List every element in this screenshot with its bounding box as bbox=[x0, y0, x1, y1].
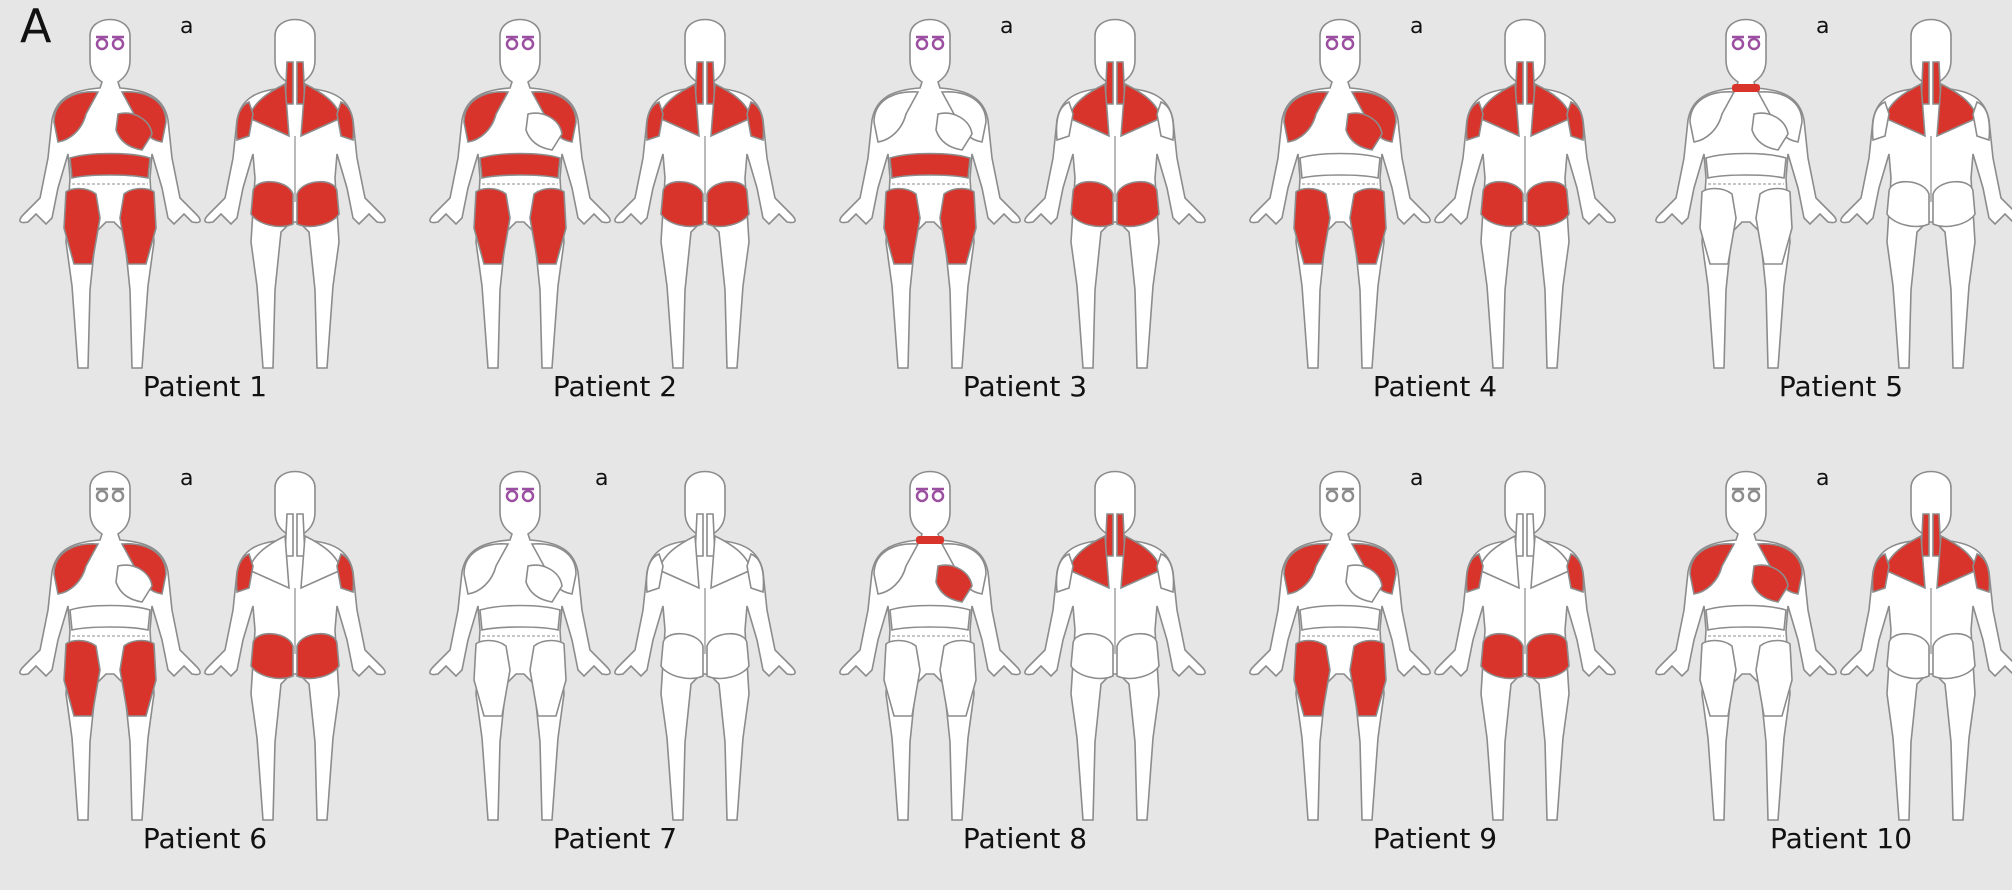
back-view bbox=[1841, 472, 2012, 821]
buttock-right bbox=[1933, 634, 1975, 679]
body-diagram bbox=[820, 0, 1230, 370]
marker-label: a bbox=[180, 466, 193, 491]
front-view bbox=[840, 20, 1020, 369]
buttock-right bbox=[707, 634, 749, 679]
back-view bbox=[205, 472, 385, 821]
body-diagram bbox=[1230, 0, 1640, 370]
marker-label: a bbox=[1410, 14, 1423, 39]
back-view bbox=[615, 20, 795, 369]
body-diagram bbox=[1636, 0, 2012, 370]
neck-front-muscle bbox=[1732, 84, 1760, 92]
patient-body-map: Patient 2 bbox=[410, 0, 820, 438]
buttock-right bbox=[1117, 634, 1159, 679]
buttock-left bbox=[1481, 182, 1523, 227]
front-view bbox=[430, 472, 610, 821]
patient-label: Patient 5 bbox=[1636, 370, 2012, 403]
patient-body-map: aPatient 9 bbox=[1230, 452, 1640, 890]
abdomen-muscle bbox=[70, 606, 150, 631]
abdomen-muscle bbox=[480, 154, 560, 179]
abdomen-muscle bbox=[70, 154, 150, 179]
buttock-left bbox=[661, 182, 703, 227]
back-view bbox=[1435, 20, 1615, 369]
back-view bbox=[1025, 20, 1205, 369]
front-view bbox=[1656, 20, 1836, 369]
front-view bbox=[1250, 472, 1430, 821]
body-diagram bbox=[0, 0, 410, 370]
back-view bbox=[1841, 20, 2012, 369]
buttock-left bbox=[1071, 634, 1113, 679]
abdomen-muscle bbox=[890, 606, 970, 631]
body-diagram bbox=[1230, 452, 1640, 822]
buttock-right bbox=[297, 634, 339, 679]
marker-label: a bbox=[595, 466, 608, 491]
patient-label: Patient 4 bbox=[1230, 370, 1640, 403]
body-diagram bbox=[1636, 452, 2012, 822]
neck-front-muscle bbox=[916, 536, 944, 544]
marker-label: a bbox=[1410, 466, 1423, 491]
abdomen-muscle bbox=[1706, 606, 1786, 631]
marker-label: a bbox=[1816, 466, 1829, 491]
buttock-right bbox=[707, 182, 749, 227]
body-diagram bbox=[0, 452, 410, 822]
patient-label: Patient 8 bbox=[820, 822, 1230, 855]
front-view bbox=[1250, 20, 1430, 369]
patient-body-map: Patient 8 bbox=[820, 452, 1230, 890]
back-view bbox=[205, 20, 385, 369]
abdomen-muscle bbox=[480, 606, 560, 631]
patient-label: Patient 9 bbox=[1230, 822, 1640, 855]
patient-label: Patient 3 bbox=[820, 370, 1230, 403]
patient-label: Patient 6 bbox=[0, 822, 410, 855]
buttock-left bbox=[1071, 182, 1113, 227]
buttock-right bbox=[1527, 634, 1569, 679]
abdomen-muscle bbox=[1706, 154, 1786, 179]
patient-label: Patient 7 bbox=[410, 822, 820, 855]
buttock-right bbox=[297, 182, 339, 227]
buttock-right bbox=[1933, 182, 1975, 227]
buttock-left bbox=[1887, 634, 1929, 679]
marker-label: a bbox=[1000, 14, 1013, 39]
patient-label: Patient 1 bbox=[0, 370, 410, 403]
body-diagram bbox=[410, 452, 820, 822]
buttock-left bbox=[661, 634, 703, 679]
patient-body-map: aPatient 4 bbox=[1230, 0, 1640, 438]
body-diagram bbox=[820, 452, 1230, 822]
abdomen-muscle bbox=[1300, 154, 1380, 179]
back-view bbox=[1435, 472, 1615, 821]
marker-label: a bbox=[180, 14, 193, 39]
buttock-left bbox=[251, 182, 293, 227]
back-view bbox=[615, 472, 795, 821]
abdomen-muscle bbox=[1300, 606, 1380, 631]
buttock-right bbox=[1117, 182, 1159, 227]
patient-label: Patient 2 bbox=[410, 370, 820, 403]
buttock-left bbox=[1887, 182, 1929, 227]
front-view bbox=[430, 20, 610, 369]
front-view bbox=[20, 20, 200, 369]
buttock-right bbox=[1527, 182, 1569, 227]
buttock-left bbox=[1481, 634, 1523, 679]
marker-label: a bbox=[1816, 14, 1829, 39]
front-view bbox=[20, 472, 200, 821]
back-view bbox=[1025, 472, 1205, 821]
abdomen-muscle bbox=[890, 154, 970, 179]
buttock-left bbox=[251, 634, 293, 679]
patient-label: Patient 10 bbox=[1636, 822, 2012, 855]
body-diagram bbox=[410, 0, 820, 370]
front-view bbox=[840, 472, 1020, 821]
front-view bbox=[1656, 472, 1836, 821]
